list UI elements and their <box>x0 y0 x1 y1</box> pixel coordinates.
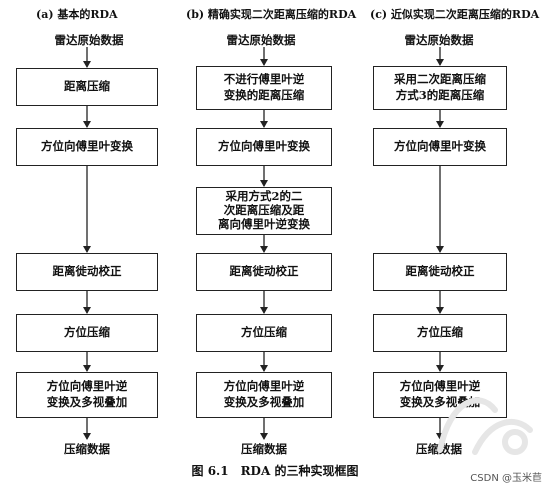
column-c-step-2: 方位向傅里叶变换 <box>373 128 507 166</box>
column-c-step-1: 采用二次距离压缩 方式3的距离压缩 <box>373 66 507 110</box>
column-b-step-2: 方位向傅里叶变换 <box>196 128 332 166</box>
column-a-step-4: 方位压缩 <box>16 314 158 352</box>
column-c-start: 雷达原始数据 <box>404 33 474 47</box>
column-a-step-3: 距离徙动校正 <box>16 253 158 291</box>
column-c-step-3: 距离徙动校正 <box>373 253 507 291</box>
column-b-title: (b) 精确实现二次距离压缩的RDA <box>186 8 357 21</box>
column-a-title: (a) 基本的RDA <box>36 8 118 21</box>
column-b-start: 雷达原始数据 <box>226 33 296 47</box>
watermark-logo <box>437 397 533 455</box>
column-c-title: (c) 近似实现二次距离压缩的RDA <box>370 8 540 21</box>
column-a-step-2: 方位向傅里叶变换 <box>16 128 158 166</box>
column-b-step-3: 采用方式2的二 次距离压缩及距 离向傅里叶逆变换 <box>196 187 332 235</box>
column-b-step-4: 距离徙动校正 <box>196 253 332 291</box>
column-a-start: 雷达原始数据 <box>54 33 124 47</box>
column-c-step-5: 方位向傅里叶逆 变换及多视叠加 <box>373 372 507 418</box>
column-c-step-4: 方位压缩 <box>373 314 507 352</box>
column-a-end: 压缩数据 <box>64 442 110 456</box>
column-a-step-5: 方位向傅里叶逆 变换及多视叠加 <box>16 372 158 418</box>
column-b-step-5: 方位压缩 <box>196 314 332 352</box>
column-b-step-1: 不进行傅里叶逆 变换的距离压缩 <box>196 66 332 110</box>
column-b-end: 压缩数据 <box>241 442 287 456</box>
figure-caption: 图 6.1 RDA 的三种实现框图 <box>191 464 359 478</box>
column-a-step-1: 距离压缩 <box>16 68 158 106</box>
column-b-step-6: 方位向傅里叶逆 变换及多视叠加 <box>196 372 332 418</box>
watermark-text: CSDN @玉米苣 <box>470 473 542 484</box>
